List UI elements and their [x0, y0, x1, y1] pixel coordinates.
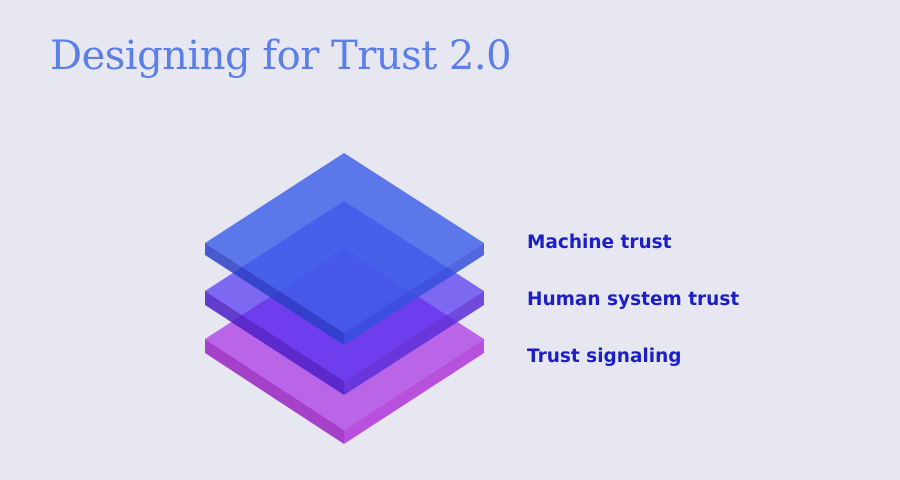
- layer-legend: Machine trust Human system trust Trust s…: [527, 228, 739, 399]
- layer-human-system-trust-left-face: [205, 291, 344, 395]
- layer-trust-signaling-left-face: [205, 339, 344, 444]
- layer-machine-trust-right-face: [344, 243, 484, 345]
- legend-label-machine-trust: Machine trust: [527, 232, 672, 253]
- layer-machine-trust: [205, 153, 484, 345]
- legend-label-human-system-trust: Human system trust: [527, 289, 740, 310]
- page-title: Designing for Trust 2.0: [50, 33, 512, 79]
- layer-trust-signaling-right-face: [344, 339, 484, 444]
- legend-label-trust-signaling: Trust signaling: [527, 346, 682, 367]
- layer-human-system-trust-right-face: [344, 291, 484, 395]
- layer-machine-trust-left-face: [205, 243, 344, 345]
- layer-machine-trust-top-face: [205, 153, 484, 333]
